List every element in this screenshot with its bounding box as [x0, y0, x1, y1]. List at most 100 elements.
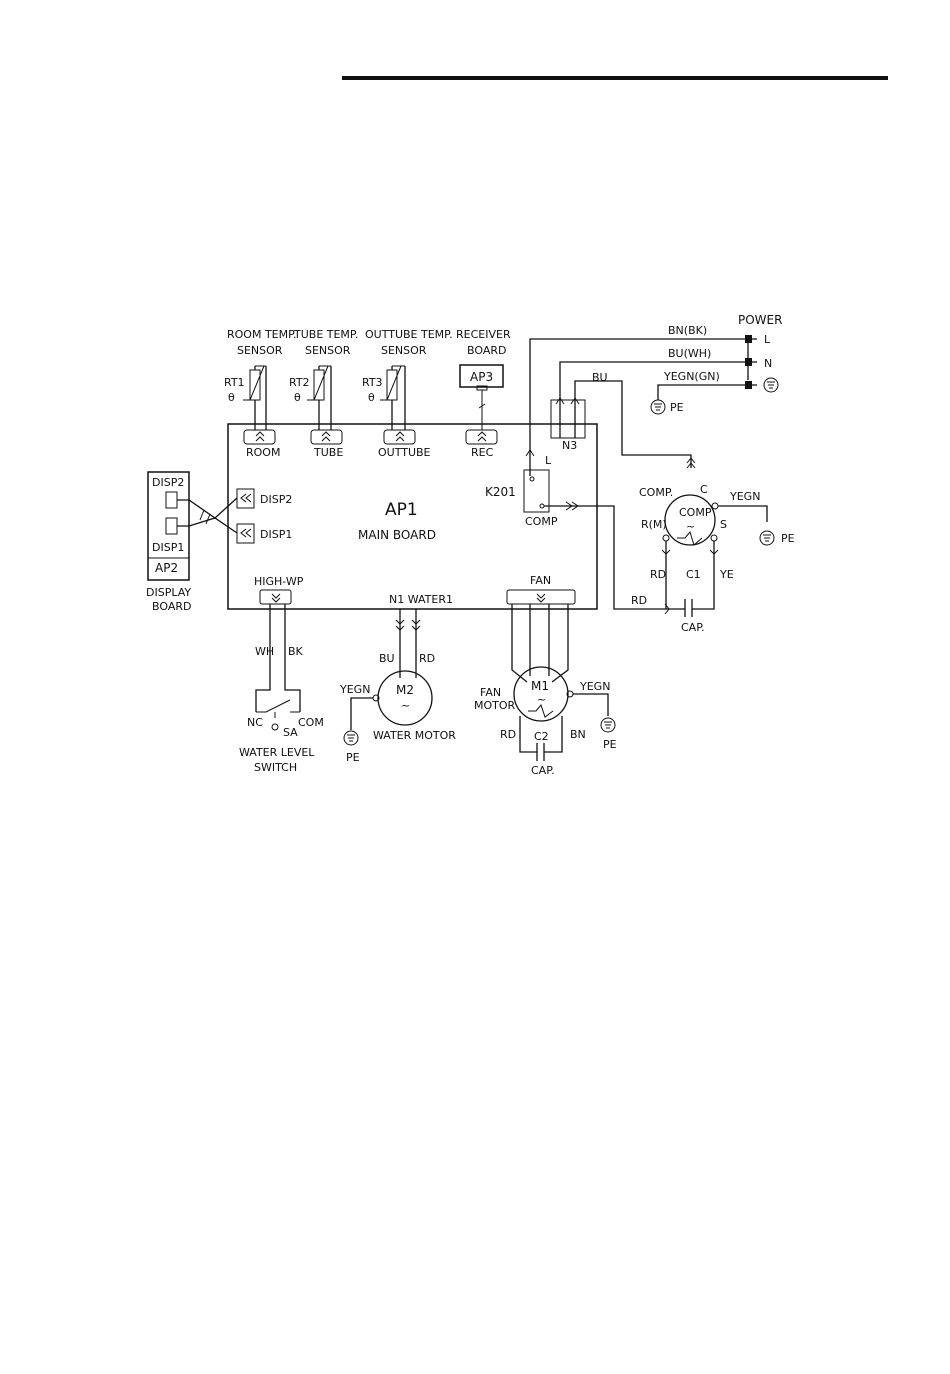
svg-text:FAN: FAN [530, 574, 551, 587]
sensor-room: ROOM TEMP. SENSOR RT1 θ [224, 328, 297, 430]
sensor-outtube: OUTTUBE TEMP. SENSOR RT3 θ [362, 328, 453, 430]
svg-text:SWITCH: SWITCH [254, 761, 297, 774]
svg-text:R(M): R(M) [641, 518, 667, 531]
svg-text:COMP.: COMP. [639, 486, 673, 499]
svg-text:CAP.: CAP. [531, 764, 555, 777]
svg-text:θ: θ [368, 391, 375, 404]
svg-text:YEGN: YEGN [339, 683, 370, 696]
svg-text:BOARD: BOARD [467, 344, 506, 357]
svg-text:DISP2: DISP2 [260, 493, 292, 506]
fan-motor-m1: M1 ~ YEGN PE FAN MOTOR RD C2 BN CAP. [474, 604, 617, 777]
svg-text:DISP1: DISP1 [152, 541, 184, 554]
svg-text:TUBE TEMP.: TUBE TEMP. [293, 328, 358, 341]
svg-text:PE: PE [603, 738, 617, 751]
svg-text:C1: C1 [686, 568, 701, 581]
connector-n3: N3 [562, 439, 577, 452]
svg-text:DISP2: DISP2 [152, 476, 184, 489]
terminal-L: L [764, 333, 771, 346]
svg-text:SENSOR: SENSOR [237, 344, 283, 357]
connector-room: ROOM [243, 429, 280, 459]
svg-text:OUTTUBE: OUTTUBE [378, 446, 431, 459]
svg-text:YE: YE [719, 568, 734, 581]
svg-text:RD: RD [419, 652, 435, 665]
water-motor-m2: BU RD M2 ~ YEGN PE WATER MOTOR [339, 609, 456, 764]
svg-text:RT1: RT1 [224, 376, 245, 389]
connector-fan: FAN [506, 574, 576, 605]
display-board-ap2: DISP2 DISP1 AP2 DISPLAY BOARD [146, 471, 238, 613]
svg-text:RD: RD [631, 594, 647, 607]
relay-terminal-L: L [545, 454, 552, 467]
svg-text:FAN: FAN [480, 686, 501, 699]
svg-text:RD: RD [500, 728, 516, 741]
wire-bu-wh: BU(WH) [668, 347, 711, 360]
pe-power: PE [670, 401, 684, 414]
svg-text:TUBE: TUBE [313, 446, 343, 459]
sensor-tube: TUBE TEMP. SENSOR RT2 θ [289, 328, 358, 430]
svg-text:RT2: RT2 [289, 376, 310, 389]
svg-text:SENSOR: SENSOR [305, 344, 351, 357]
svg-text:BK: BK [288, 645, 304, 658]
wire-yegn-gn: YEGN(GN) [663, 370, 720, 383]
connector-n1-water1: N1 WATER1 [389, 593, 453, 606]
ground-symbol-power: PE [650, 399, 684, 415]
terminal-N: N [764, 357, 772, 370]
svg-text:CAP.: CAP. [681, 621, 705, 634]
svg-text:ROOM TEMP.: ROOM TEMP. [227, 328, 297, 341]
svg-text:BU: BU [379, 652, 395, 665]
svg-text:~: ~ [401, 699, 410, 712]
svg-text:BOARD: BOARD [152, 600, 191, 613]
svg-text:S: S [720, 518, 727, 531]
connector-tube: TUBE [310, 429, 343, 459]
svg-text:OUTTUBE TEMP.: OUTTUBE TEMP. [365, 328, 453, 341]
ap1-label: AP1 [385, 500, 418, 520]
connector-outtube: OUTTUBE [378, 429, 431, 459]
power-label: POWER [738, 313, 782, 327]
svg-text:YEGN: YEGN [579, 680, 610, 693]
svg-text:θ: θ [228, 391, 235, 404]
relay-comp: COMP [525, 515, 558, 528]
svg-text:AP3: AP3 [470, 370, 493, 384]
svg-text:REC: REC [471, 446, 494, 459]
svg-text:HIGH-WP: HIGH-WP [254, 575, 304, 588]
svg-text:WATER MOTOR: WATER MOTOR [373, 729, 456, 742]
svg-text:BN: BN [570, 728, 586, 741]
main-board-ap1: AP1 MAIN BOARD N3 K201 L COMP ROOM TUBE [227, 397, 657, 610]
connector-high-wp: HIGH-WP [254, 575, 304, 605]
relay-k201: K201 [485, 485, 516, 499]
ground-symbol-fan-motor: PE [600, 717, 617, 751]
svg-text:WATER LEVEL: WATER LEVEL [239, 746, 315, 759]
ground-symbol-comp: PE [759, 530, 795, 546]
connector-rec: REC [465, 429, 498, 459]
svg-text:AP2: AP2 [155, 561, 178, 575]
wire-bn-bk: BN(BK) [668, 324, 707, 337]
ground-symbol-water-motor: PE [343, 730, 360, 764]
svg-text:RD: RD [650, 568, 666, 581]
svg-text:~: ~ [686, 520, 695, 533]
svg-text:NC: NC [247, 716, 263, 729]
svg-text:MOTOR: MOTOR [474, 699, 516, 712]
svg-text:ROOM: ROOM [246, 446, 280, 459]
svg-text:SENSOR: SENSOR [381, 344, 427, 357]
svg-text:SA: SA [283, 726, 298, 739]
wire-bu: BU [592, 371, 608, 384]
svg-text:θ: θ [294, 391, 301, 404]
svg-text:WH: WH [255, 645, 274, 658]
svg-text:DISPLAY: DISPLAY [146, 586, 191, 599]
compressor: COMP. C COMP ~ YEGN PE R(M) S RD YE C1 R… [631, 457, 795, 634]
svg-text:PE: PE [346, 751, 360, 764]
header-rule [342, 76, 888, 80]
svg-text:DISP1: DISP1 [260, 528, 292, 541]
svg-text:M2: M2 [396, 683, 414, 697]
svg-text:COM: COM [298, 716, 324, 729]
receiver-board-ap3: RECEIVER BOARD AP3 [456, 328, 511, 430]
svg-text:C: C [700, 483, 708, 496]
svg-text:YEGN: YEGN [729, 490, 760, 503]
power-supply: POWER L BN(BK) N BU(WH) YEGN(GN) PE BU [529, 313, 782, 468]
svg-text:~: ~ [537, 693, 546, 706]
water-level-switch: WH BK NC COM SA WATER LEVEL SWITCH [239, 604, 324, 774]
main-board-label: MAIN BOARD [358, 528, 436, 542]
svg-text:M1: M1 [531, 679, 549, 693]
connector-disp1: DISP1 [236, 523, 292, 544]
connector-disp2: DISP2 [236, 488, 292, 509]
